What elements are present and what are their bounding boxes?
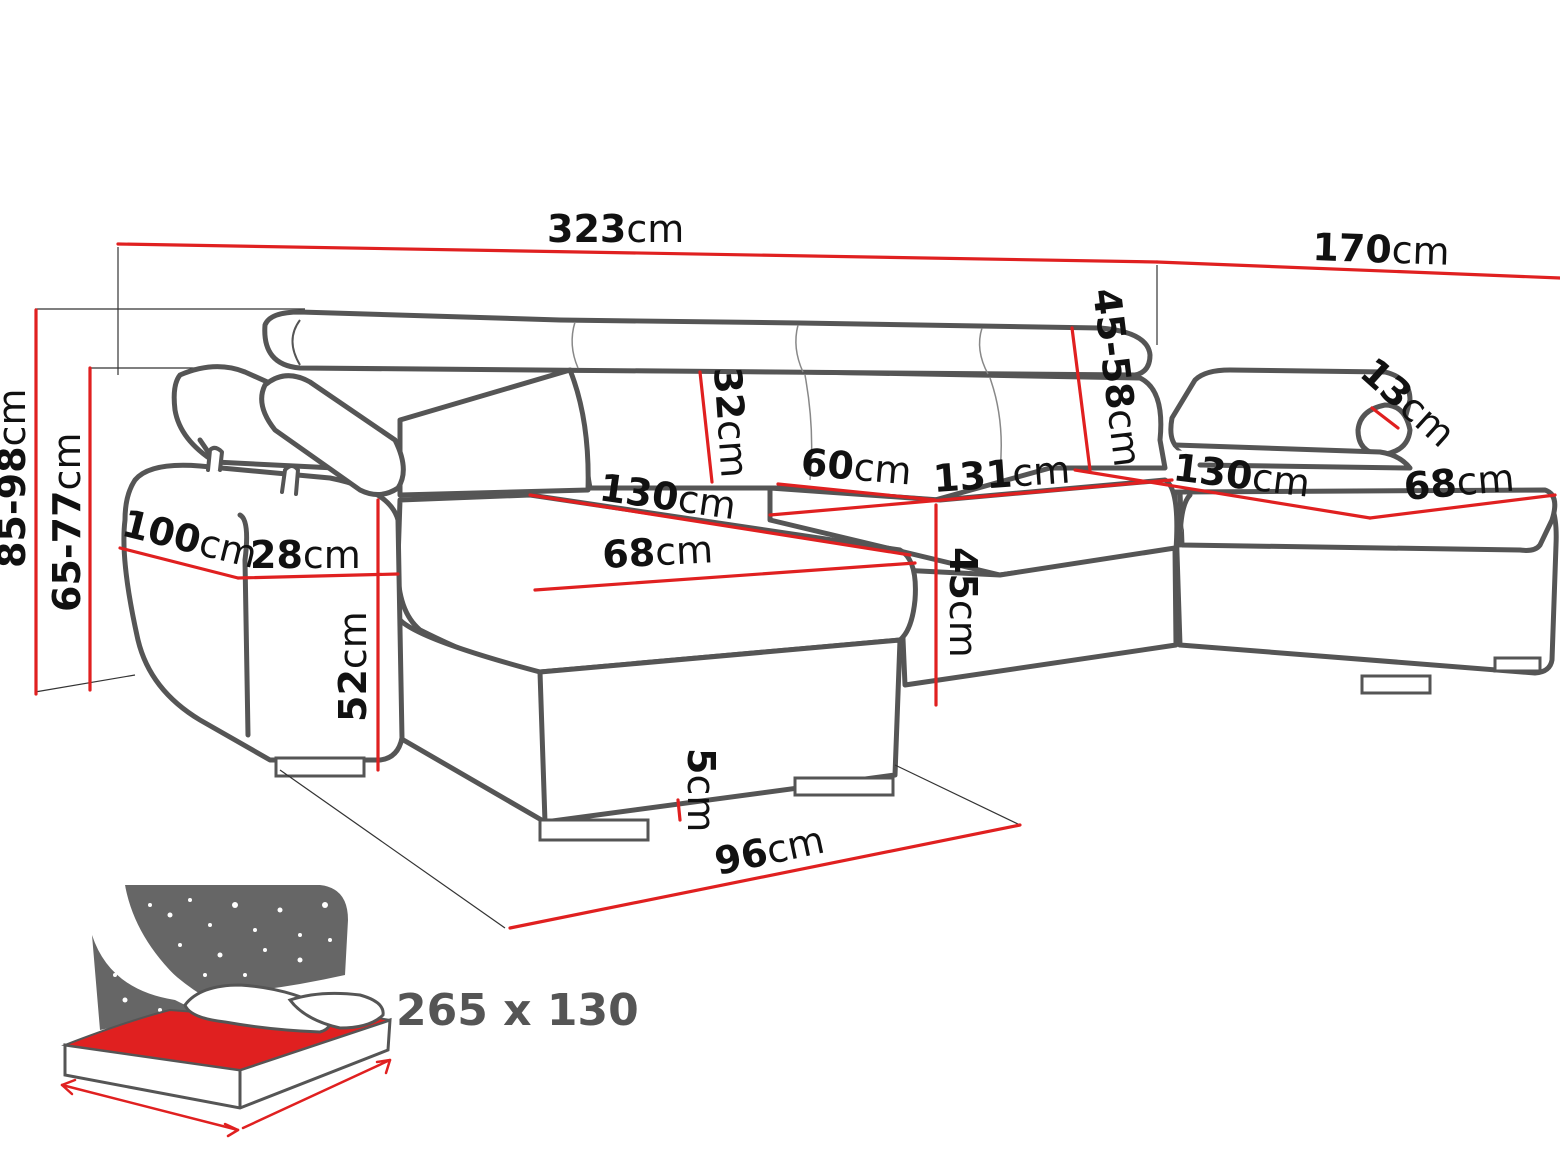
label-total-width: 323cm <box>547 207 684 251</box>
sleeping-bed-night-icon <box>60 885 392 1138</box>
label-seat-depth: 60cm <box>799 440 913 493</box>
middle-backrest <box>567 367 1168 503</box>
top-headrest <box>262 309 1153 378</box>
label-armrest-width: 28cm <box>250 533 361 577</box>
label-armrest-height: 52cm <box>331 611 375 722</box>
bed-size-label: 265 x 130 <box>396 985 639 1036</box>
label-leg-height: 5cm <box>679 748 723 832</box>
dimension-labels: 323cm 170cm 85-98cm 65-77cm 100cm 28cm 5… <box>0 207 1516 884</box>
label-backrest-height: 32cm <box>705 366 757 480</box>
label-height-headrest: 85-98cm <box>0 389 34 568</box>
left-headrest-inner <box>259 373 406 497</box>
label-height-back: 65-77cm <box>45 433 89 612</box>
label-chaise-depth-right: 130cm <box>1171 445 1313 505</box>
label-depth-right: 170cm <box>1312 225 1451 274</box>
label-chaise-width-right: 68cm <box>1402 455 1516 508</box>
label-chaise-depth-left: 130cm <box>597 465 739 528</box>
label-middle-width: 131cm <box>932 448 1072 501</box>
label-seat-height: 45cm <box>941 547 985 658</box>
dimension-lines <box>34 242 1560 930</box>
label-chaise-seat-width: 68cm <box>601 527 714 577</box>
middle-base <box>897 545 1179 688</box>
left-chaise-base <box>397 617 903 825</box>
left-armrest <box>121 462 405 763</box>
label-chaise-front-depth: 96cm <box>711 818 829 884</box>
